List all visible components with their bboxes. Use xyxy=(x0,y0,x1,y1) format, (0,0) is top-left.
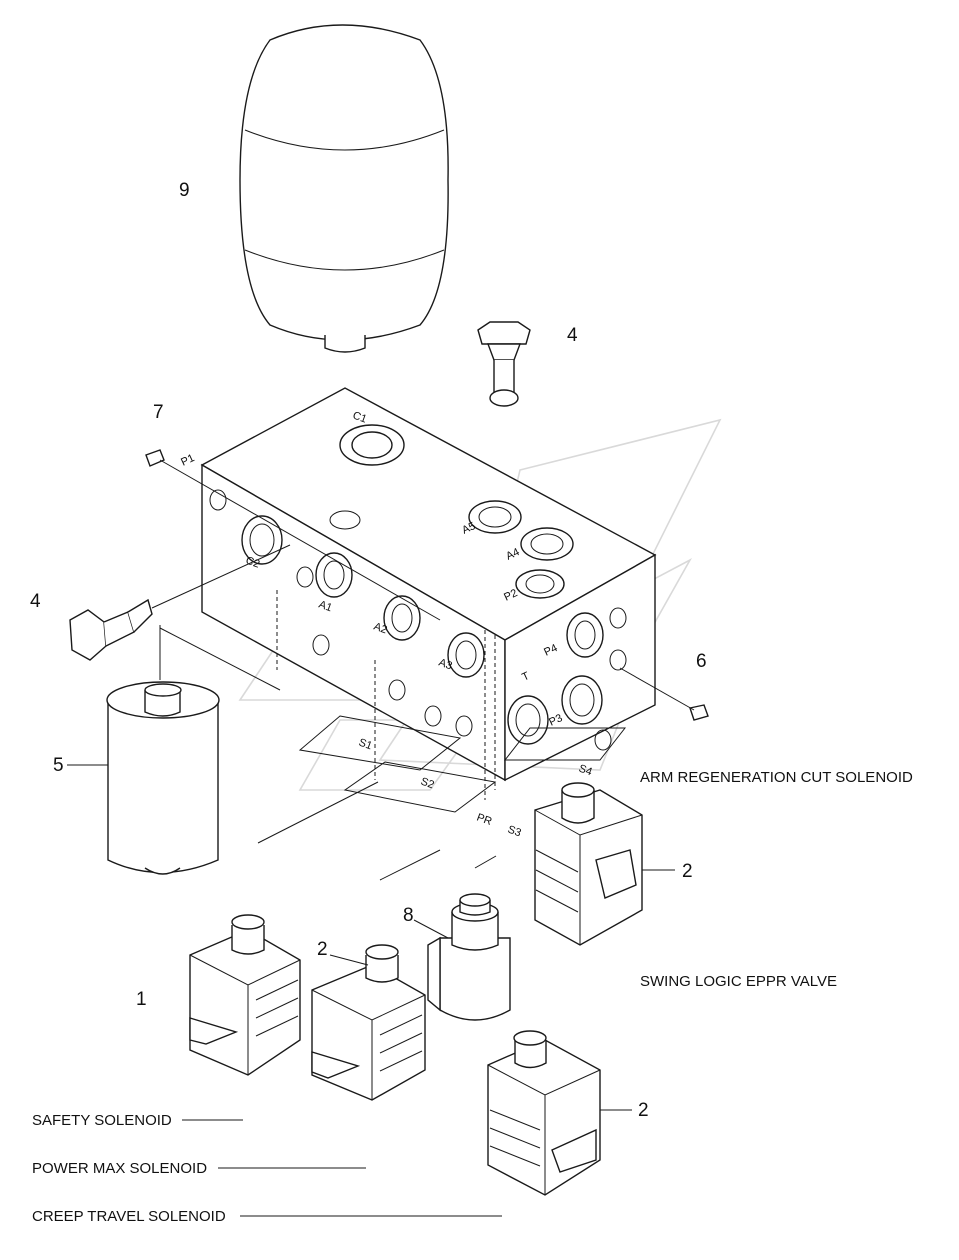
accumulator-part[interactable] xyxy=(239,24,449,353)
callout-6: 6 xyxy=(696,651,707,672)
callout-4-left: 4 xyxy=(30,591,41,612)
port-label-c2: C2 xyxy=(244,555,261,571)
caption-safety-solenoid: SAFETY SOLENOID xyxy=(32,1112,172,1129)
callout-7: 7 xyxy=(153,402,164,423)
valve-block[interactable] xyxy=(200,387,657,800)
port-label-a4: A4 xyxy=(504,546,521,563)
solenoid-safety[interactable] xyxy=(189,914,301,1076)
callout-2-middle: 2 xyxy=(317,939,328,960)
solenoid-seat-windows xyxy=(298,715,627,813)
port-label-s4: S4 xyxy=(577,763,594,779)
callout-8: 8 xyxy=(403,905,414,926)
callout-2-lower: 2 xyxy=(638,1100,649,1121)
port-label-p3: P3 xyxy=(547,712,564,729)
port-label-p4: P4 xyxy=(542,642,559,659)
solenoid-creep-travel[interactable] xyxy=(487,1030,601,1196)
port-label-c1: C1 xyxy=(351,410,368,426)
caption-swing-logic-eppr-valve: SWING LOGIC EPPR VALVE xyxy=(640,973,837,990)
port-label-pr: PR xyxy=(475,812,494,829)
port-label-t: T xyxy=(520,670,531,684)
port-label-s3: S3 xyxy=(506,824,523,840)
port-label-s1: S1 xyxy=(357,737,374,753)
plug-part-left[interactable] xyxy=(69,598,153,661)
port-label-a3: A3 xyxy=(437,657,454,673)
port-label-a2: A2 xyxy=(372,621,389,637)
port-label-p2: P2 xyxy=(502,587,519,604)
caption-power-max-solenoid: POWER MAX SOLENOID xyxy=(32,1160,207,1177)
caption-arm-regeneration-cut-solenoid: ARM REGENERATION CUT SOLENOID xyxy=(640,769,913,786)
callout-1: 1 xyxy=(136,989,147,1010)
port-label-a5: A5 xyxy=(460,520,477,537)
eppr-valve-part[interactable] xyxy=(427,893,511,1021)
small-plug-part-7[interactable] xyxy=(145,449,165,467)
port-label-a1: A1 xyxy=(317,599,334,615)
small-plug-part-6[interactable] xyxy=(689,704,709,721)
solenoid-arm-regen[interactable] xyxy=(534,782,643,946)
callout-4-top: 4 xyxy=(567,325,578,346)
plug-part-top[interactable] xyxy=(477,321,531,407)
solenoid-power-max[interactable] xyxy=(311,944,426,1101)
callout-9: 9 xyxy=(179,180,190,201)
port-label-p1: P1 xyxy=(179,452,196,469)
port-label-s2: S2 xyxy=(419,776,436,792)
callout-2-upper: 2 xyxy=(682,861,693,882)
filter-part[interactable] xyxy=(106,681,220,875)
callout-5: 5 xyxy=(53,755,64,776)
caption-creep-travel-solenoid: CREEP TRAVEL SOLENOID xyxy=(32,1208,226,1225)
